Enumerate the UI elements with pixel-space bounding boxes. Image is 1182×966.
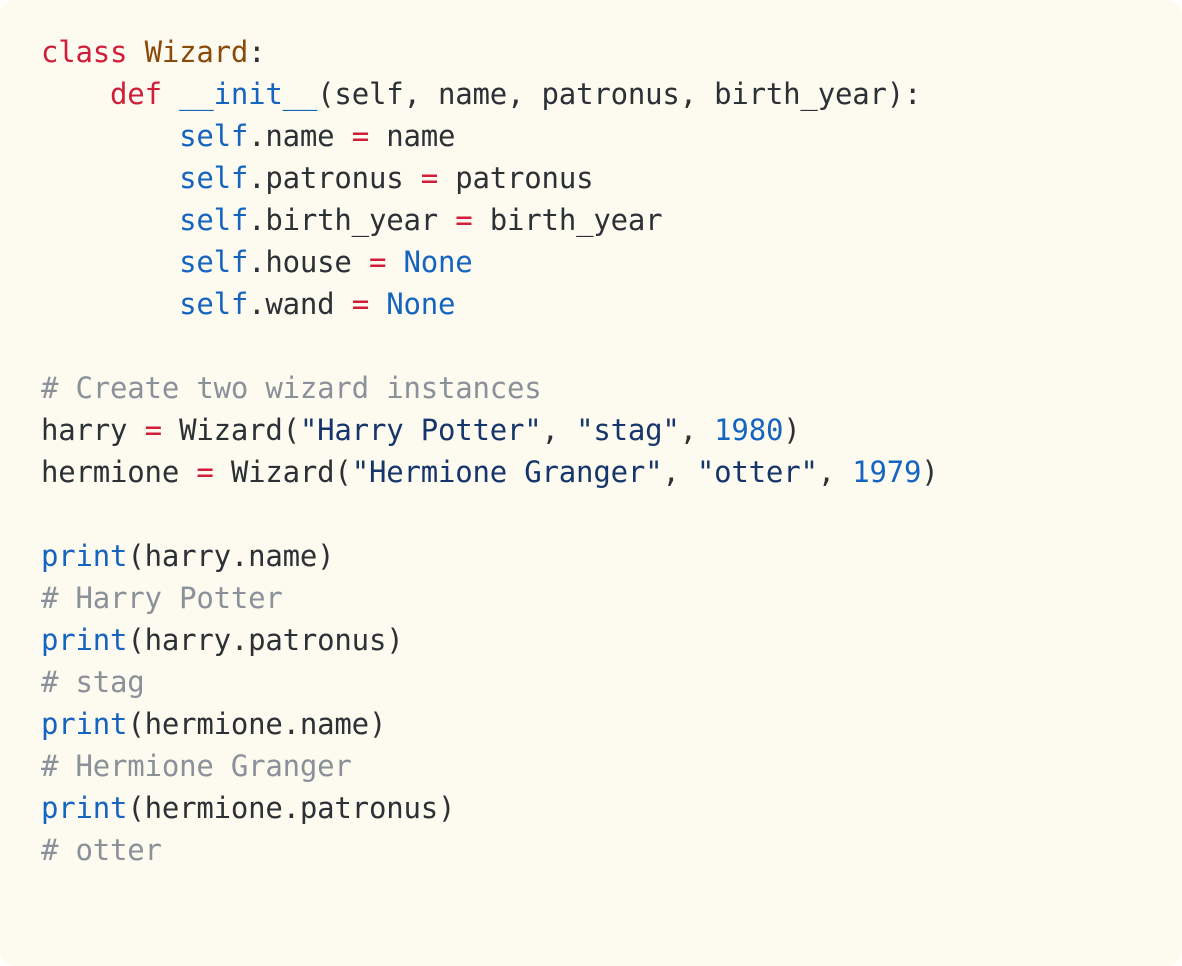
code-line: self.name = name xyxy=(41,115,1142,157)
code-line: class Wizard: xyxy=(41,31,1142,73)
code-line: self.wand = None xyxy=(41,283,1142,325)
code-line: print(harry.patronus) xyxy=(41,619,1142,661)
code-token: name xyxy=(368,119,456,153)
code-token: "otter" xyxy=(696,455,818,489)
code-token: "Hermione Granger" xyxy=(351,455,663,489)
code-token: print xyxy=(41,707,128,741)
code-token: print xyxy=(41,623,128,657)
code-line: def __init__(self, name, patronus, birth… xyxy=(41,73,1142,115)
code-token: (harry.patronus) xyxy=(127,623,404,657)
code-token: # otter xyxy=(41,833,162,867)
code-token: (hermione.name) xyxy=(127,707,387,741)
code-token: = xyxy=(144,413,162,447)
code-token: None xyxy=(386,287,456,321)
code-token xyxy=(127,35,144,69)
code-line: self.patronus = patronus xyxy=(41,157,1142,199)
code-line: # Harry Potter xyxy=(41,577,1142,619)
code-line: # otter xyxy=(41,829,1142,871)
code-block[interactable]: class Wizard: def __init__(self, name, p… xyxy=(41,31,1142,871)
code-line: print(hermione.name) xyxy=(41,703,1142,745)
code-token: class xyxy=(41,35,128,69)
code-token: , xyxy=(679,413,715,447)
code-token: self xyxy=(179,119,249,153)
code-token: , xyxy=(541,413,577,447)
code-line: print(harry.name) xyxy=(41,535,1142,577)
code-token: hermione xyxy=(41,455,197,489)
code-token: , xyxy=(662,455,697,489)
code-line: self.birth_year = birth_year xyxy=(41,199,1142,241)
code-token xyxy=(41,119,179,153)
code-line: # Create two wizard instances xyxy=(41,367,1142,409)
code-token: def xyxy=(110,77,162,111)
code-token: self xyxy=(179,287,249,321)
code-token: # Hermione Granger xyxy=(41,749,352,783)
code-token xyxy=(369,287,386,321)
code-token: harry xyxy=(41,413,145,447)
code-token xyxy=(386,245,403,279)
code-token: = xyxy=(420,161,438,195)
code-token: Wizard( xyxy=(161,413,300,447)
code-token: __init__ xyxy=(179,77,318,111)
code-token: , xyxy=(817,455,853,489)
code-token: 1980 xyxy=(714,413,784,447)
code-token: "stag" xyxy=(576,413,680,447)
code-line xyxy=(41,325,1142,367)
code-token: self xyxy=(179,245,249,279)
code-token: (hermione.patronus) xyxy=(127,791,456,825)
code-token: .name xyxy=(248,119,352,153)
code-token: .patronus xyxy=(248,161,421,195)
code-token: = xyxy=(196,455,214,489)
code-token: self xyxy=(179,203,249,237)
code-token: = xyxy=(368,245,387,279)
code-token: = xyxy=(351,119,369,153)
code-token xyxy=(41,287,179,321)
code-line xyxy=(41,493,1142,535)
code-token: # stag xyxy=(41,665,145,699)
code-token: "Harry Potter" xyxy=(299,413,542,447)
code-line: print(hermione.patronus) xyxy=(41,787,1142,829)
code-token: birth_year xyxy=(472,203,663,237)
code-token: : xyxy=(248,35,266,69)
code-token xyxy=(41,161,179,195)
code-token: print xyxy=(41,791,128,825)
code-token: None xyxy=(403,245,473,279)
code-token: .wand xyxy=(248,287,352,321)
code-token: print xyxy=(41,539,128,573)
code-token: .house xyxy=(248,245,369,279)
code-line: hermione = Wizard("Hermione Granger", "o… xyxy=(41,451,1142,493)
code-token xyxy=(41,245,179,279)
code-line: # Hermione Granger xyxy=(41,745,1142,787)
code-token: (self, name, patronus, birth_year): xyxy=(317,77,922,111)
code-token: # Create two wizard instances xyxy=(41,371,542,405)
code-token: Wizard( xyxy=(213,455,352,489)
code-token: .birth_year xyxy=(248,203,456,237)
code-token: # Harry Potter xyxy=(41,581,283,615)
code-line: harry = Wizard("Harry Potter", "stag", 1… xyxy=(41,409,1142,451)
code-token: = xyxy=(455,203,473,237)
code-token: = xyxy=(351,287,369,321)
code-token: self xyxy=(179,161,249,195)
code-token: ) xyxy=(921,455,939,489)
code-token: 1979 xyxy=(852,455,922,489)
code-token xyxy=(41,203,179,237)
code-token: (harry.name) xyxy=(127,539,335,573)
code-token: patronus xyxy=(438,161,594,195)
code-token xyxy=(162,77,179,111)
code-token: ) xyxy=(783,413,801,447)
code-line: # stag xyxy=(41,661,1142,703)
code-line: self.house = None xyxy=(41,241,1142,283)
code-token: Wizard xyxy=(144,35,249,69)
code-token xyxy=(41,77,110,111)
